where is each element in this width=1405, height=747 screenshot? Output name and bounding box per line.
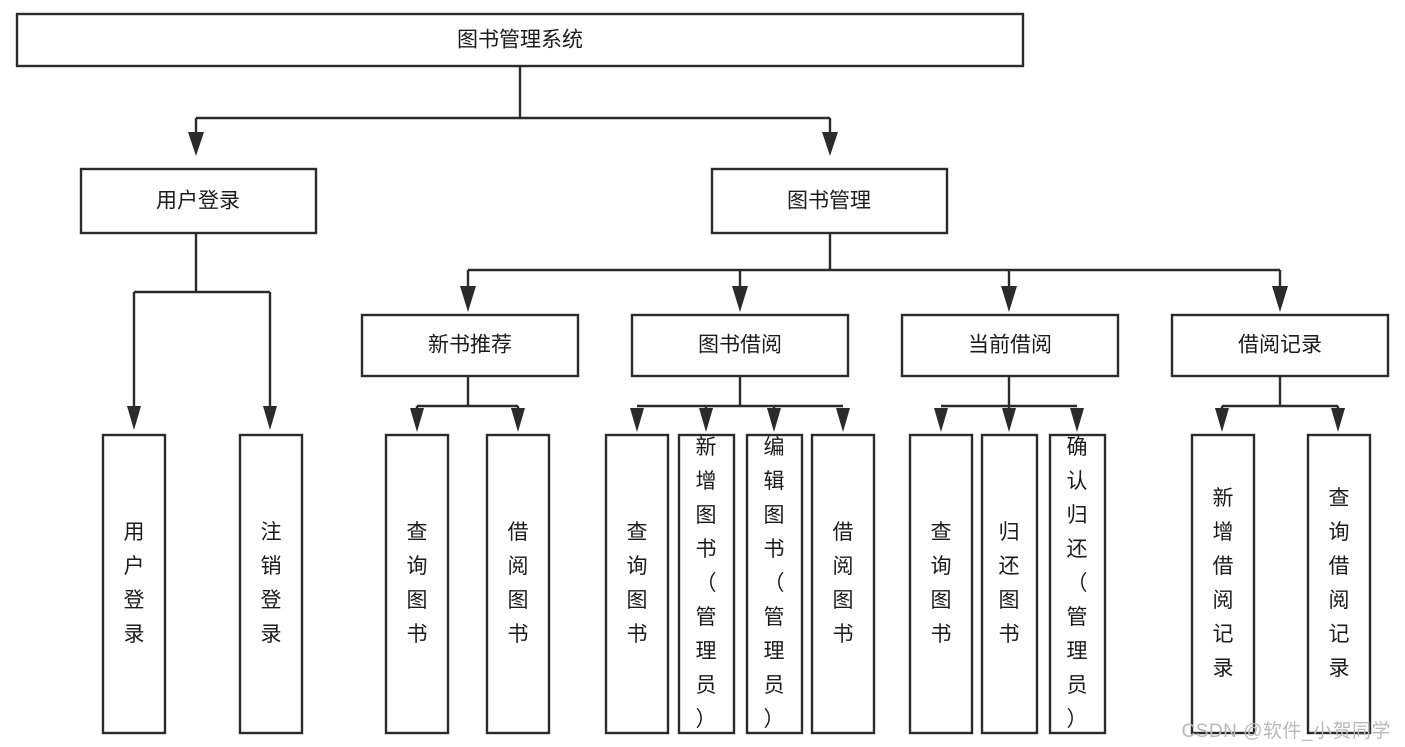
arrow-head-leaf-user-login xyxy=(127,406,141,430)
node-leaf-add-book-box[interactable] xyxy=(677,433,736,735)
node-leaf-query-book-1-box[interactable] xyxy=(384,433,450,735)
node-leaf-query-book-1[interactable]: 查询图书 xyxy=(384,433,450,735)
node-leaf-user-logout-label: 注销登录 xyxy=(261,521,282,646)
node-leaf-borrow-book-1-label: 借阅图书 xyxy=(508,521,529,646)
node-leaf-query-book-2-label: 查询图书 xyxy=(627,521,648,646)
arrow-head-leaf-add-book xyxy=(699,408,713,432)
node-book-manage-box[interactable] xyxy=(710,167,949,235)
node-leaf-confirm-return[interactable]: 确认归还（管理员） xyxy=(1048,433,1107,735)
node-leaf-return-book-label: 归还图书 xyxy=(999,521,1020,646)
node-leaf-add-record[interactable]: 新增借阅记录 xyxy=(1190,433,1256,735)
node-user-login[interactable]: 用户登录 xyxy=(79,167,318,235)
arrow-head-leaf-edit-book xyxy=(767,408,781,432)
connector-group-borrow-record xyxy=(1215,376,1345,432)
arrow-head-current-borrow xyxy=(1001,286,1017,312)
arrow-head-leaf-user-logout xyxy=(263,406,277,430)
node-leaf-return-book[interactable]: 归还图书 xyxy=(980,433,1039,735)
node-leaf-query-book-1-label: 查询图书 xyxy=(407,521,428,646)
connector-group-book-borrow xyxy=(630,376,850,432)
node-leaf-add-record-label: 新增借阅记录 xyxy=(1213,487,1234,680)
node-leaf-query-book-2[interactable]: 查询图书 xyxy=(604,433,670,735)
node-leaf-return-book-box[interactable] xyxy=(980,433,1039,735)
connector-group-current-borrow xyxy=(934,376,1084,432)
node-leaf-edit-book-label: 编辑图书（管理员） xyxy=(764,436,785,731)
csdn-watermark: CSDN @软件_小贺同学 xyxy=(1181,721,1391,742)
node-leaf-borrow-book-1[interactable]: 借阅图书 xyxy=(485,433,551,735)
node-leaf-borrow-book-1-box[interactable] xyxy=(485,433,551,735)
node-leaf-user-login-label: 用户登录 xyxy=(124,521,145,646)
node-new-book-recommend-label: 新书推荐 xyxy=(428,334,512,357)
arrow-head-leaf-borrow-book-1 xyxy=(511,408,525,432)
node-borrow-record-label: 借阅记录 xyxy=(1238,334,1322,357)
arrow-head-book-borrow xyxy=(732,286,748,312)
arrow-head-leaf-query-book-3 xyxy=(934,408,948,432)
node-leaf-edit-book[interactable]: 编辑图书（管理员） xyxy=(745,433,804,735)
node-user-login-label: 用户登录 xyxy=(156,190,240,213)
node-leaf-confirm-return-label: 确认归还（管理员） xyxy=(1067,436,1088,731)
node-current-borrow[interactable]: 当前借阅 xyxy=(900,313,1120,378)
arrow-head-leaf-return-book xyxy=(1002,408,1016,432)
arrow-head-leaf-add-record xyxy=(1215,408,1229,432)
node-user-login-box[interactable] xyxy=(79,167,318,235)
node-leaf-query-book-3-label: 查询图书 xyxy=(931,521,952,646)
arrow-head-leaf-query-book-2 xyxy=(630,408,644,432)
node-leaf-query-book-3[interactable]: 查询图书 xyxy=(908,433,974,735)
node-borrow-record[interactable]: 借阅记录 xyxy=(1170,313,1390,378)
node-leaf-query-book-2-box[interactable] xyxy=(604,433,670,735)
node-leaf-query-record[interactable]: 查询借阅记录 xyxy=(1306,433,1372,735)
node-leaf-edit-book-box[interactable] xyxy=(745,433,804,735)
arrow-head-leaf-query-book-1 xyxy=(410,408,424,432)
arrow-head-leaf-query-record xyxy=(1331,408,1345,432)
node-leaf-borrow-book-2-box[interactable] xyxy=(810,433,876,735)
arrow-head-leaf-confirm-return xyxy=(1070,408,1084,432)
node-leaf-add-book-label: 新增图书（管理员） xyxy=(696,436,717,731)
arrow-head-new-book-recommend xyxy=(460,286,476,312)
node-leaf-confirm-return-box[interactable] xyxy=(1048,433,1107,735)
node-new-book-recommend[interactable]: 新书推荐 xyxy=(360,313,580,378)
node-book-manage-label: 图书管理 xyxy=(787,190,871,213)
node-current-borrow-box[interactable] xyxy=(900,313,1120,378)
node-leaf-borrow-book-2[interactable]: 借阅图书 xyxy=(810,433,876,735)
node-leaf-user-logout-box[interactable] xyxy=(238,433,304,735)
node-current-borrow-label: 当前借阅 xyxy=(968,334,1052,357)
node-borrow-record-box[interactable] xyxy=(1170,313,1390,378)
arrow-head-leaf-borrow-book-2 xyxy=(836,408,850,432)
node-book-borrow-box[interactable] xyxy=(630,313,850,378)
node-leaf-user-login[interactable]: 用户登录 xyxy=(101,433,167,735)
node-book-borrow[interactable]: 图书借阅 xyxy=(630,313,850,378)
node-leaf-query-record-box[interactable] xyxy=(1306,433,1372,735)
connector-group-user-login xyxy=(127,233,277,430)
node-leaf-query-book-3-box[interactable] xyxy=(908,433,974,735)
arrow-head-borrow-record xyxy=(1272,286,1288,312)
node-leaf-user-logout[interactable]: 注销登录 xyxy=(238,433,304,735)
arrow-head-user-login xyxy=(188,132,204,156)
connector-group-new-book-recommend xyxy=(410,376,525,432)
node-leaf-add-book[interactable]: 新增图书（管理员） xyxy=(677,433,736,735)
node-new-book-recommend-box[interactable] xyxy=(360,313,580,378)
arrow-head-book-manage xyxy=(822,132,838,156)
node-leaf-user-login-box[interactable] xyxy=(101,433,167,735)
node-leaf-borrow-book-2-label: 借阅图书 xyxy=(833,521,854,646)
node-leaf-add-record-box[interactable] xyxy=(1190,433,1256,735)
node-root-box[interactable] xyxy=(15,12,1025,68)
node-root[interactable]: 图书管理系统 xyxy=(15,12,1025,68)
node-root-label: 图书管理系统 xyxy=(457,29,583,52)
node-book-manage[interactable]: 图书管理 xyxy=(710,167,949,235)
connector-group-root xyxy=(188,66,838,156)
connector-group-book-manage xyxy=(460,233,1288,312)
node-book-borrow-label: 图书借阅 xyxy=(698,334,782,357)
node-leaf-query-record-label: 查询借阅记录 xyxy=(1329,487,1350,680)
